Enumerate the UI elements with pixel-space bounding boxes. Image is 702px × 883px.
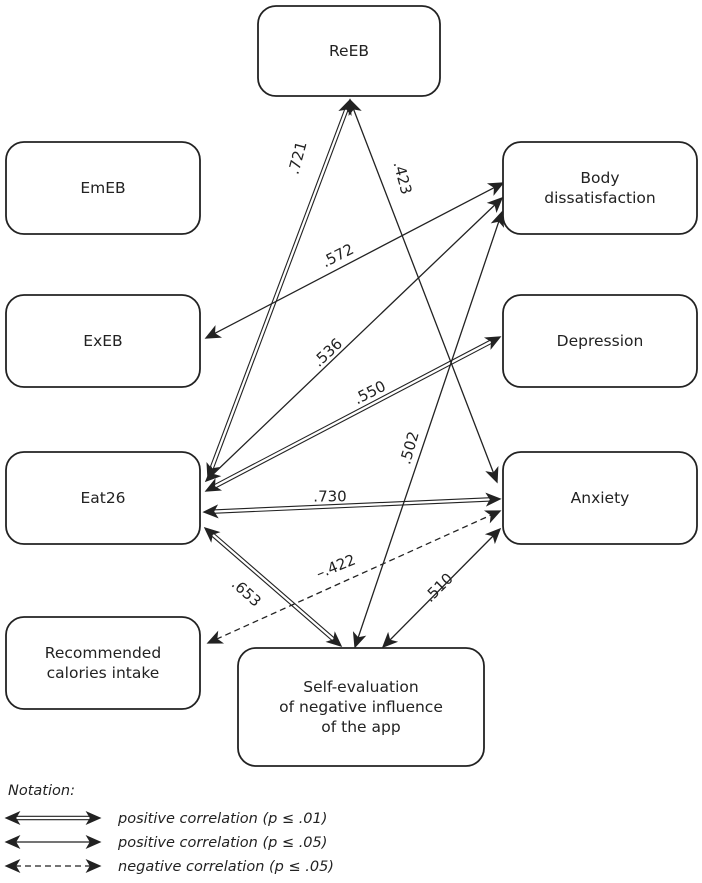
edges bbox=[202, 98, 505, 649]
node-box bbox=[257, 5, 441, 97]
node-recommended: Recommended calories intake bbox=[5, 616, 201, 710]
node-eat26: Eat26 bbox=[5, 451, 201, 545]
edge-label: .721 bbox=[285, 139, 311, 176]
notation-item-weak: positive correlation (p ≤ .05) bbox=[117, 835, 327, 851]
node-label: Eat26 bbox=[80, 489, 125, 507]
edge-labels: .721.423.572.536.550.502.730.653–.422.51… bbox=[228, 139, 457, 610]
edge-exeb-body bbox=[204, 182, 505, 339]
edge-label: .423 bbox=[389, 159, 415, 196]
node-selfeval: Self-evaluation of negative influence of t… bbox=[237, 647, 485, 767]
edge-label: .730 bbox=[313, 488, 346, 506]
edge-label: –.422 bbox=[313, 551, 358, 583]
node-label: dissatisfaction bbox=[544, 189, 655, 207]
edge-selfeval-anxiety bbox=[381, 527, 502, 649]
node-label: Anxiety bbox=[571, 489, 630, 507]
notation-title: Notation: bbox=[8, 783, 75, 799]
node-box bbox=[502, 451, 698, 545]
node-label: Body bbox=[580, 169, 619, 187]
node-box bbox=[5, 451, 201, 545]
edge-label: .502 bbox=[396, 429, 423, 466]
node-anxiety: Anxiety bbox=[502, 451, 698, 545]
node-emeb: EmEB bbox=[5, 141, 201, 235]
edge-selfeval-body bbox=[352, 210, 505, 649]
node-box bbox=[5, 141, 201, 235]
node-box bbox=[502, 294, 698, 388]
legend-lines bbox=[4, 810, 102, 874]
edge-label: .510 bbox=[420, 569, 456, 605]
node-label: of the app bbox=[321, 718, 400, 736]
node-label: ReEB bbox=[329, 42, 369, 60]
node-label: ExEB bbox=[83, 332, 122, 350]
edge-label: .653 bbox=[228, 575, 265, 611]
notation-legend: Notation: positive correlation (p ≤ .01)… bbox=[4, 783, 334, 875]
edge-eat26-depression bbox=[204, 336, 502, 492]
node-box bbox=[502, 141, 698, 235]
edge-label: .572 bbox=[319, 240, 357, 271]
edge-eat26-reeb bbox=[206, 98, 352, 480]
edge-eat26-body bbox=[204, 196, 504, 483]
node-label: Depression bbox=[557, 332, 644, 350]
node-label: Recommended bbox=[45, 644, 161, 662]
edge-eat26-anxiety bbox=[202, 492, 502, 519]
legend-arrow-strong bbox=[4, 810, 102, 826]
node-label: EmEB bbox=[80, 179, 125, 197]
node-box bbox=[5, 616, 201, 710]
node-box bbox=[5, 294, 201, 388]
node-body: Body dissatisfaction bbox=[502, 141, 698, 235]
node-box bbox=[237, 647, 485, 767]
node-label: of negative influence bbox=[279, 698, 443, 716]
notation-item-negative: negative correlation (p ≤ .05) bbox=[118, 859, 334, 875]
node-reeb: ReEB bbox=[257, 5, 441, 97]
node-label: Self-evaluation bbox=[303, 678, 418, 696]
notation-item-strong: positive correlation (p ≤ .01) bbox=[117, 811, 327, 827]
edge-reeb-anxiety bbox=[348, 98, 499, 484]
edge-eat26-selfeval bbox=[203, 526, 343, 648]
node-exeb: ExEB bbox=[5, 294, 201, 388]
node-depression: Depression bbox=[502, 294, 698, 388]
edge-recommended-anxiety bbox=[206, 510, 502, 644]
node-label: calories intake bbox=[47, 664, 160, 682]
